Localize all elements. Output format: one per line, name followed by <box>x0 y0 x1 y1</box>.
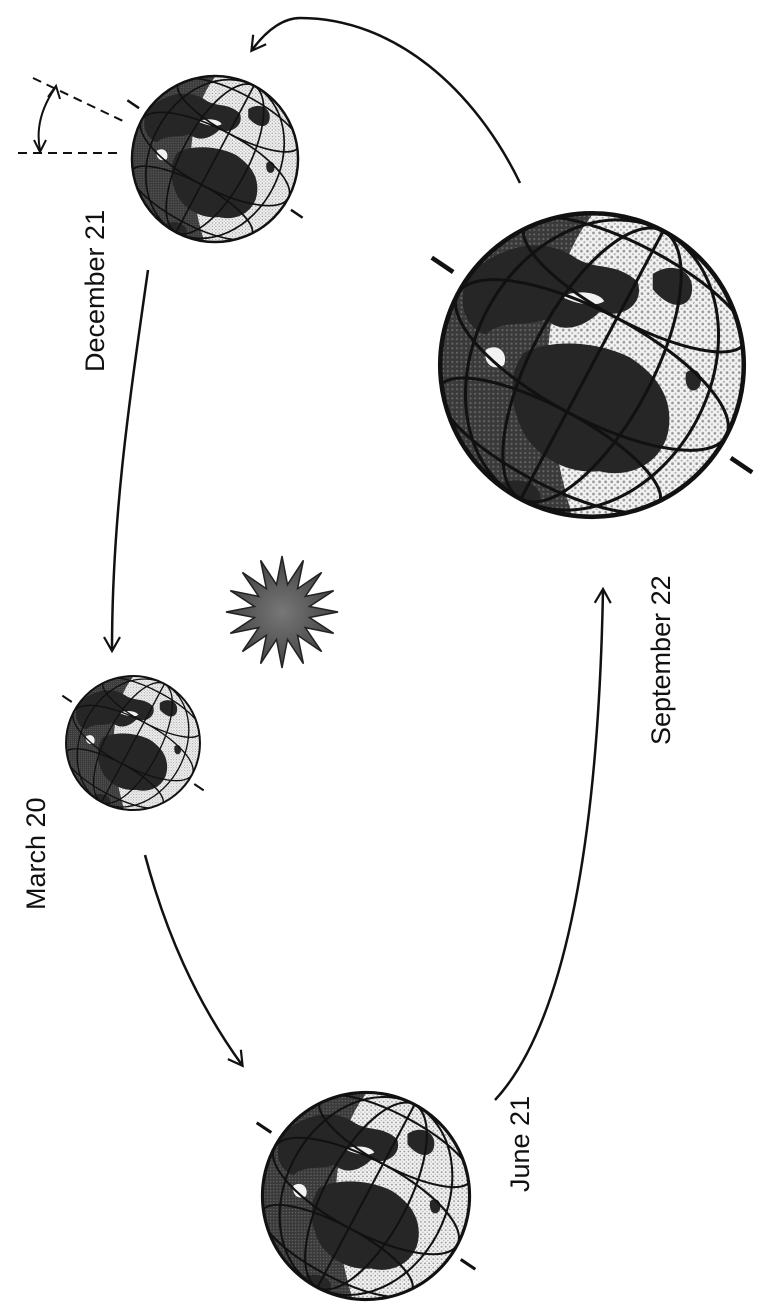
axial-tilt-indicator <box>18 78 125 153</box>
label-june-21: June 21 <box>505 1096 535 1192</box>
label-march-20: March 20 <box>21 797 51 910</box>
orbit-arrow-jun-to-sep <box>495 590 603 1100</box>
orbit-arrow-dec-to-mar <box>112 270 148 650</box>
globe-icon-december <box>119 55 311 262</box>
orbit-arrow-mar-to-jun <box>145 855 242 1065</box>
label-september-22: September 22 <box>646 575 676 745</box>
sun-icon <box>226 556 338 668</box>
globe-icon-june <box>246 1067 486 1309</box>
label-december-21: December 21 <box>80 210 110 372</box>
globe-icon-march <box>55 659 210 826</box>
globe-icon-september <box>416 175 760 554</box>
